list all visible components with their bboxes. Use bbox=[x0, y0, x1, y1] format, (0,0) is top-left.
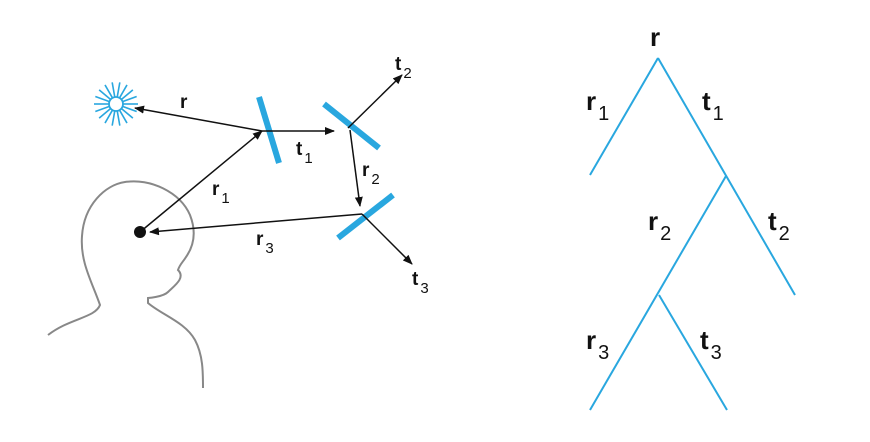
light-ray-spoke bbox=[120, 107, 134, 119]
light-core bbox=[108, 96, 124, 112]
light-ray-spoke bbox=[111, 110, 116, 126]
ray-r3 bbox=[149, 213, 363, 236]
light-ray-spoke bbox=[116, 110, 121, 126]
light-ray-spoke bbox=[104, 84, 114, 99]
light-ray-spoke bbox=[118, 84, 128, 99]
tree-branch-r2-r3 bbox=[589, 175, 727, 411]
light-ray-spoke bbox=[120, 89, 134, 101]
ray-r bbox=[134, 105, 263, 132]
light-ray-spoke bbox=[122, 95, 137, 103]
light-source-icon bbox=[94, 82, 138, 126]
ray-r2 bbox=[349, 129, 363, 207]
light-ray-spoke bbox=[95, 105, 110, 113]
surface-2 bbox=[322, 101, 381, 151]
light-ray-spoke bbox=[118, 109, 128, 124]
light-ray-spoke bbox=[111, 82, 116, 98]
light-ray-spoke bbox=[98, 89, 112, 101]
ray-t3 bbox=[361, 213, 413, 265]
ray-label-r: r bbox=[180, 92, 188, 113]
light-ray-spoke bbox=[104, 109, 114, 124]
light-ray-spoke bbox=[95, 95, 110, 103]
light-ray-spoke bbox=[98, 107, 112, 119]
ray-t2 bbox=[347, 74, 403, 129]
viewer-head-icon bbox=[47, 180, 204, 389]
tree-root-label: r bbox=[650, 22, 660, 52]
ray-r1 bbox=[139, 130, 263, 233]
tree-branch-t3 bbox=[658, 294, 728, 411]
surface-1 bbox=[256, 96, 282, 164]
tree-branch-r1 bbox=[589, 57, 659, 176]
light-ray-spoke bbox=[116, 82, 121, 98]
